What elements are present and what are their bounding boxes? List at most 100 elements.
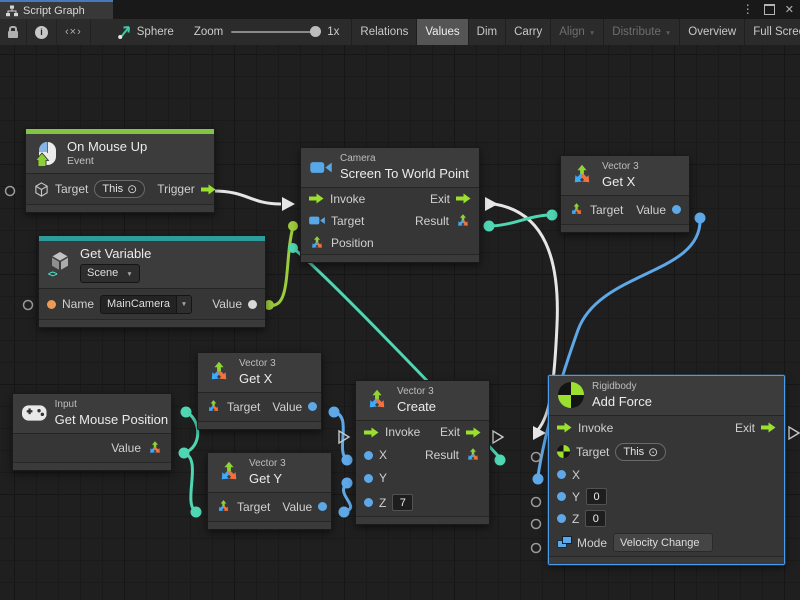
zoom-slider[interactable] xyxy=(231,26,322,37)
z-input-port[interactable] xyxy=(364,498,373,508)
edit-graph-button[interactable] xyxy=(57,19,91,45)
name-port-label: Name xyxy=(62,297,95,312)
graph-canvas[interactable]: On Mouse Up Event Target This Trigger xyxy=(0,45,800,600)
z-input-port[interactable] xyxy=(557,514,566,524)
rigidbody-icon xyxy=(558,382,584,409)
port-row: Z 0 xyxy=(549,508,784,530)
value-port-label: Value xyxy=(212,297,242,312)
fullscreen-button[interactable]: Full Screen xyxy=(745,19,800,45)
flow-arrow-icon[interactable] xyxy=(761,422,776,433)
wire-arrowhead xyxy=(533,426,546,440)
node-screen-to-world-point[interactable]: Camera Screen To World Point Invoke Exit… xyxy=(300,147,480,263)
unconnected-port xyxy=(530,451,542,463)
carry-button[interactable]: Carry xyxy=(506,19,552,45)
flow-arrow-icon[interactable] xyxy=(201,184,216,195)
rigidbody-icon[interactable] xyxy=(557,445,570,459)
x-input-port[interactable] xyxy=(557,470,566,480)
relations-button[interactable]: Relations xyxy=(351,19,418,45)
y-input-port[interactable] xyxy=(557,492,566,502)
target-port-label: Target xyxy=(55,182,89,197)
position-port-label: Position xyxy=(331,235,374,250)
node-title: Get Y xyxy=(249,470,283,486)
object-picker-icon[interactable] xyxy=(648,445,658,459)
node-vector3-get-x-mid[interactable]: Vector 3 Get X Target Value xyxy=(197,352,322,430)
overview-button[interactable]: Overview xyxy=(680,19,746,45)
unconnected-flow-port xyxy=(338,429,351,445)
y-value-input[interactable]: 0 xyxy=(586,488,608,506)
menu-kebab-icon[interactable] xyxy=(742,0,754,18)
this-target-chip[interactable]: This xyxy=(615,442,667,461)
this-target-chip[interactable]: This xyxy=(94,180,146,199)
chevron-down-icon[interactable] xyxy=(175,295,191,313)
port-row: Invoke Exit xyxy=(549,416,784,440)
flow-arrow-icon[interactable] xyxy=(309,193,324,204)
chevron-down-icon xyxy=(661,26,671,38)
wire-getx-to-create-x xyxy=(333,410,349,462)
flow-arrow-icon[interactable] xyxy=(557,422,572,433)
variable-scope-dropdown[interactable]: Scene xyxy=(80,264,140,284)
vector3-icon[interactable] xyxy=(206,399,221,414)
force-mode-dropdown[interactable]: Velocity Change xyxy=(613,533,713,553)
camera-icon[interactable] xyxy=(309,215,325,226)
dim-button[interactable]: Dim xyxy=(469,19,507,45)
value-output-port[interactable] xyxy=(318,502,328,512)
maximize-icon[interactable] xyxy=(763,3,775,15)
x-input-port[interactable] xyxy=(364,450,373,460)
node-subtitle: Event xyxy=(67,155,94,168)
variable-name-dropdown[interactable]: MainCamera xyxy=(100,294,192,314)
align-button[interactable]: Align xyxy=(551,19,605,45)
unconnected-port xyxy=(530,542,542,554)
flow-arrow-icon[interactable] xyxy=(466,427,481,438)
breadcrumb[interactable]: Sphere xyxy=(91,19,184,45)
object-picker-icon[interactable] xyxy=(127,182,137,196)
node-header: Rigidbody Add Force xyxy=(549,376,784,416)
node-on-mouse-up[interactable]: On Mouse Up Event Target This Trigger xyxy=(25,128,216,214)
target-port-label: Target xyxy=(237,499,271,514)
vector3-icon[interactable] xyxy=(455,213,471,229)
y-port-label: Y xyxy=(379,471,388,486)
port-row: Invoke Exit xyxy=(301,188,479,210)
z-value-input[interactable]: 7 xyxy=(392,494,414,512)
enum-icon[interactable] xyxy=(557,536,572,549)
value-output-port[interactable] xyxy=(672,205,681,215)
node-vector3-create[interactable]: Vector 3 Create Invoke Exit X Result xyxy=(355,380,490,525)
port-row: Name MainCamera Value xyxy=(39,289,265,319)
node-vector3-get-y[interactable]: Vector 3 Get Y Target Value xyxy=(207,452,332,530)
vector3-icon[interactable] xyxy=(309,235,325,251)
node-footer xyxy=(26,204,214,213)
window-controls xyxy=(742,1,794,17)
node-get-mouse-position[interactable]: Input Get Mouse Position Value xyxy=(12,393,172,471)
node-footer xyxy=(561,223,689,232)
chevron-down-icon xyxy=(124,267,138,281)
value-output-port[interactable] xyxy=(248,299,257,309)
distribute-button[interactable]: Distribute xyxy=(604,19,681,45)
node-category: Camera xyxy=(340,153,376,164)
node-header: Vector 3 Get Y xyxy=(208,453,331,493)
mode-port-label: Mode xyxy=(577,535,608,550)
node-get-variable[interactable]: <> Get Variable Scene Name MainCamera xyxy=(38,235,266,329)
node-vector3-get-x-right[interactable]: Vector 3 Get X Target Value xyxy=(560,155,690,233)
graph-toolbar: Sphere Zoom 1x Relations Values Dim Carr… xyxy=(0,19,800,46)
node-add-force[interactable]: Rigidbody Add Force Invoke Exit Target T… xyxy=(548,375,785,565)
tab-script-graph[interactable]: Script Graph xyxy=(0,0,113,19)
value-output-port[interactable] xyxy=(308,402,318,412)
close-icon[interactable] xyxy=(785,0,794,18)
z-value-input[interactable]: 0 xyxy=(585,510,607,528)
mouse-up-icon xyxy=(35,141,59,167)
vector3-icon[interactable] xyxy=(569,202,584,217)
flow-arrow-icon[interactable] xyxy=(364,427,379,438)
value-port-label: Value xyxy=(111,440,141,455)
camera-icon xyxy=(310,160,332,175)
exit-port-label: Exit xyxy=(734,420,755,435)
flow-arrow-icon[interactable] xyxy=(456,193,471,204)
lock-button[interactable] xyxy=(0,19,27,45)
zoom-slider-handle[interactable] xyxy=(310,26,322,37)
y-input-port[interactable] xyxy=(364,473,373,483)
vector3-icon[interactable] xyxy=(465,447,481,463)
vector3-icon[interactable] xyxy=(216,499,231,514)
name-input-port[interactable] xyxy=(47,299,56,309)
values-button[interactable]: Values xyxy=(417,19,469,45)
vector3-icon[interactable] xyxy=(147,440,163,456)
inspect-button[interactable] xyxy=(27,19,57,45)
